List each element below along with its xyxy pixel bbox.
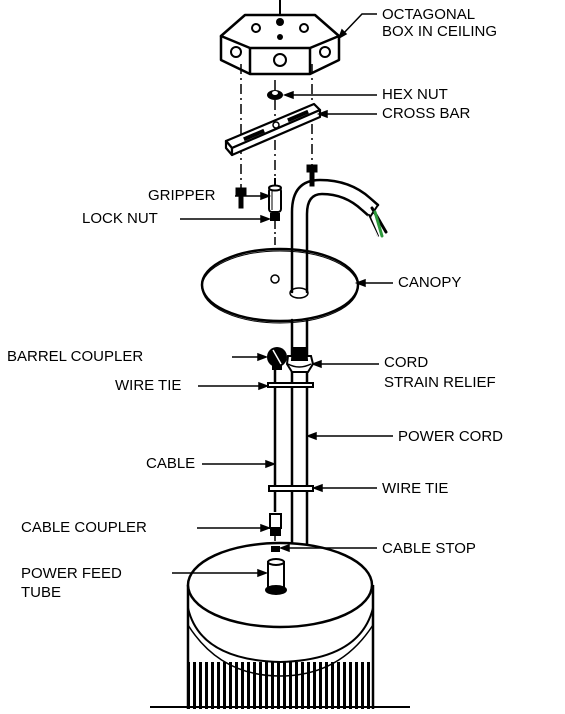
label-octagonal-box-line2: BOX IN CEILING [382,23,498,40]
label-wire-tie-upper: WIRE TIE [115,377,182,394]
label-canopy: CANOPY [398,274,462,291]
label-cord-strain-relief: CORD STRAIN RELIEF [384,354,496,391]
label-power-feed-tube-line1: POWER FEED [21,565,122,582]
label-cross-bar: CROSS BAR [382,105,471,122]
lock-nut [270,213,280,272]
label-cable: CABLE [146,455,196,472]
label-hex-nut: HEX NUT [382,86,448,103]
label-barrel-coupler: BARREL COUPLER [7,348,144,365]
leader-lines [172,13,393,578]
label-octagonal-box-line1: OCTAGONAL [382,6,476,23]
label-cable-coupler: CABLE COUPLER [21,519,147,536]
label-power-cord: POWER CORD [398,428,503,445]
label-octagonal-box: OCTAGONAL BOX IN CEILING [382,6,497,40]
label-power-feed-tube-line2: TUBE [21,584,62,601]
label-cord-strain-relief-line1: CORD [384,354,429,371]
cable-stop [271,546,280,552]
octagonal-box [219,0,341,76]
hex-nut [267,90,283,100]
label-cord-strain-relief-line2: STRAIN RELIEF [384,374,496,391]
gripper [268,178,282,213]
barrel-coupler [267,347,287,370]
cord-strain-relief [285,347,315,373]
label-cable-stop: CABLE STOP [382,540,476,557]
label-lock-nut: LOCK NUT [82,210,158,227]
label-wire-tie-lower: WIRE TIE [382,480,449,497]
label-power-feed-tube: POWER FEED TUBE [21,565,122,601]
cross-bar [224,102,322,157]
wire-ties [267,382,314,492]
label-gripper: GRIPPER [148,187,216,204]
canopy [200,247,360,324]
power-feed-tube [265,558,287,595]
screws [235,164,318,209]
